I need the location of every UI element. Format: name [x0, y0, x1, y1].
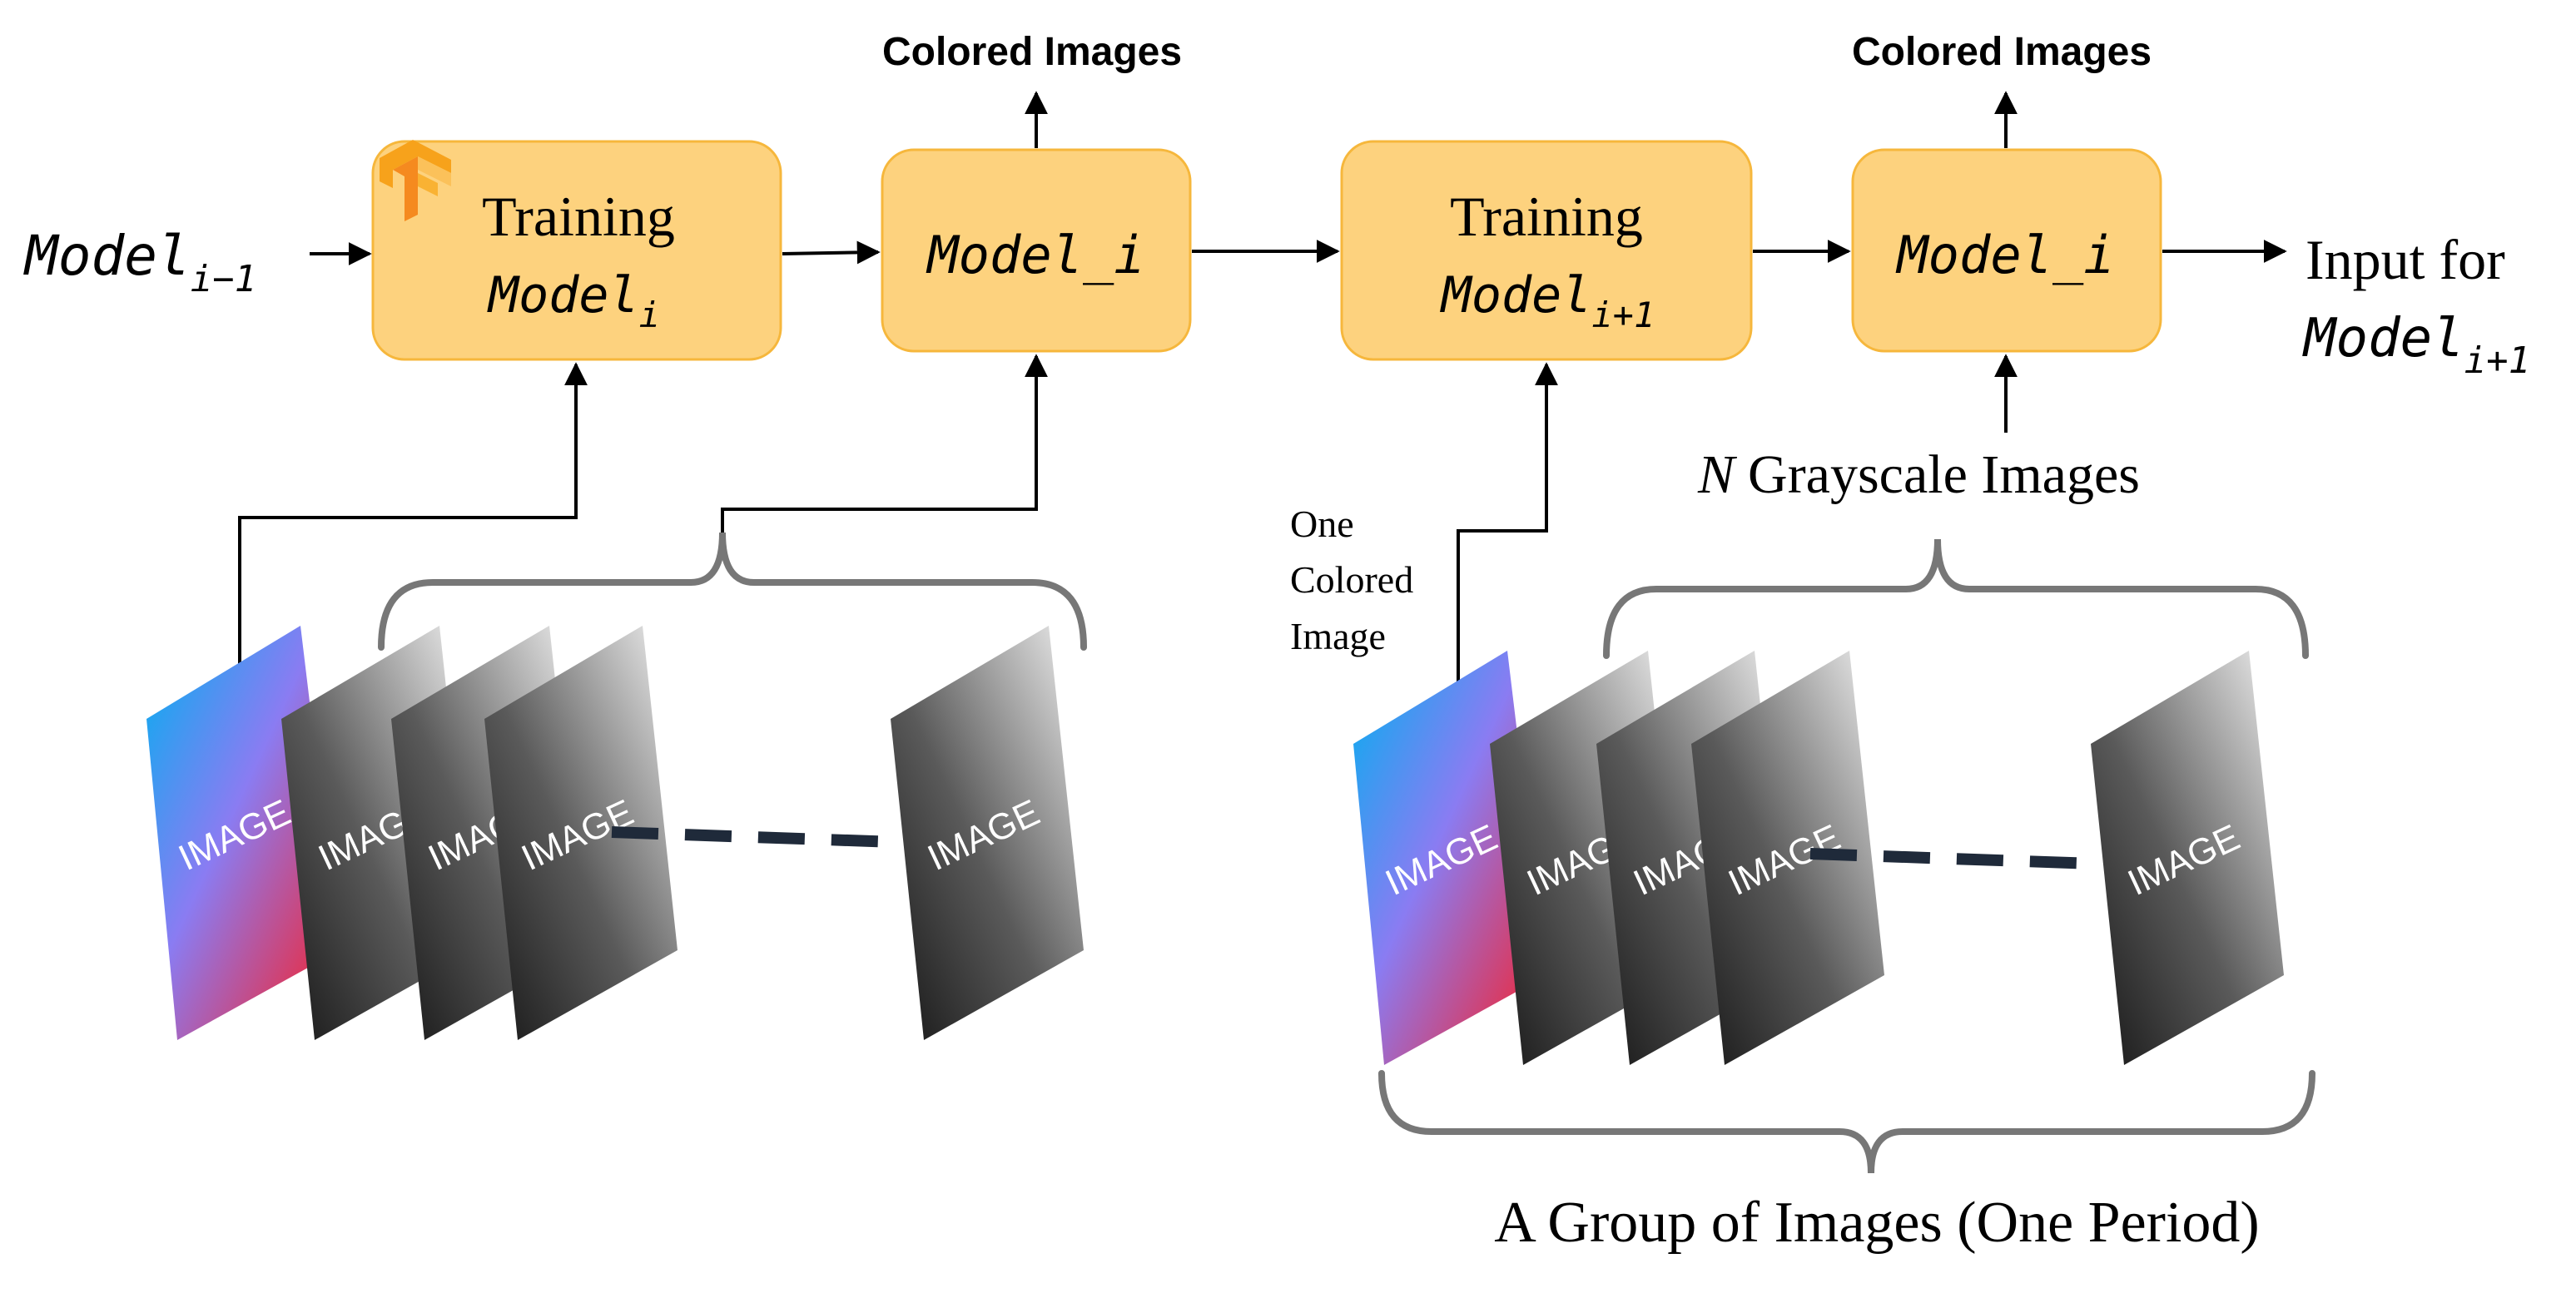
one-colored-image-label: One Colored Image	[1290, 503, 1423, 657]
image-stack-1: IMAGE IMAGE IMAGE IMAGE IMAGE	[146, 626, 1084, 1040]
ellipsis-dash-1	[611, 826, 896, 848]
model-box-2: Model_i	[1851, 148, 2162, 353]
model-label-2: Model_i	[1895, 225, 2114, 285]
flow-arrows	[238, 91, 2287, 692]
brace-grayscale-right	[1603, 538, 2309, 659]
training-title-2: Training	[1450, 185, 1643, 248]
model-box-1: Model_i	[881, 148, 1192, 353]
group-label: A Group of Images (One Period)	[1494, 1191, 2260, 1255]
model-label-1: Model_i	[926, 225, 1144, 285]
grayscale-image-card-2c: IMAGE	[1691, 651, 1884, 1065]
grayscale-image-card-1c: IMAGE	[484, 626, 678, 1040]
training-model-label-2: Modeli+1	[1440, 266, 1655, 335]
output-model-label: Modeli+1	[2302, 308, 2530, 382]
arrow-training-1-to-model-1	[782, 240, 881, 265]
tensorflow-logo-icon	[380, 140, 451, 221]
arrow-colored-image-to-training-1	[238, 362, 588, 666]
brace-grayscale-left	[378, 532, 1087, 651]
braces	[378, 532, 2315, 1174]
model-prev-label: Modeli−1	[23, 224, 256, 300]
training-model-label-1: Modeli	[487, 266, 660, 335]
colored-images-label-1: Colored Images	[882, 30, 1182, 74]
arrow-colored-image-to-training-2	[1457, 362, 1558, 692]
brace-group	[1378, 1070, 2315, 1174]
colored-images-label-2: Colored Images	[1852, 30, 2152, 74]
ellipsis-dash-2	[1809, 848, 2094, 869]
output-label-line1: Input for	[2305, 228, 2505, 291]
grayscale-image-card-2d: IMAGE	[2091, 651, 2284, 1065]
training-box-1: Training Modeli	[371, 140, 782, 361]
image-stack-2: IMAGE IMAGE IMAGE IMAGE IMAGE	[1353, 651, 2284, 1065]
grayscale-image-card-1d: IMAGE	[891, 626, 1084, 1040]
training-box-2: Training Modeli+1	[1340, 140, 1753, 361]
arrow-grayscale-to-model-1	[721, 354, 1048, 533]
training-title-1: Training	[482, 185, 675, 248]
